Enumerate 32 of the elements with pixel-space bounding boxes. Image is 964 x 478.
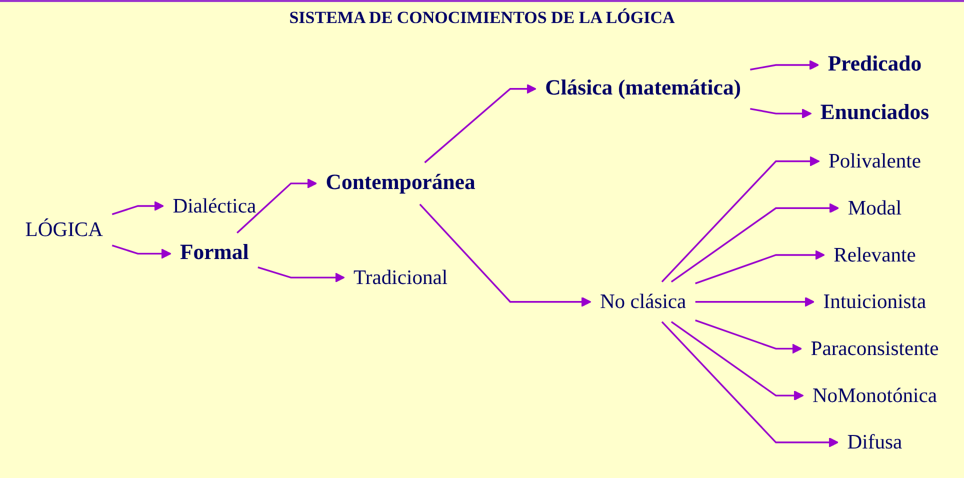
arrow bbox=[750, 108, 812, 118]
node-text: Relevante bbox=[834, 242, 916, 266]
arrow bbox=[419, 203, 592, 307]
node-text: Clásica (matemática) bbox=[545, 76, 742, 100]
arrow bbox=[661, 320, 839, 448]
arrow bbox=[695, 296, 815, 307]
node-text: Dialéctica bbox=[172, 194, 256, 217]
arrow bbox=[750, 60, 820, 70]
node-text: Formal bbox=[180, 240, 249, 265]
node-text: Contemporánea bbox=[326, 170, 476, 194]
node-text: Intuicionista bbox=[823, 290, 926, 312]
arrow bbox=[424, 84, 536, 163]
node-text: No clásica bbox=[600, 290, 686, 312]
arrow bbox=[112, 244, 172, 258]
node-text: Polivalente bbox=[828, 149, 921, 172]
diagram-title: SISTEMA DE CONOCIMIENTOS DE LA LÓGICA bbox=[289, 8, 675, 28]
node-text: Difusa bbox=[847, 430, 902, 453]
node-text: Modal bbox=[848, 196, 902, 219]
node-text: LÓGICA bbox=[25, 218, 104, 240]
arrow bbox=[695, 319, 802, 354]
node-text: Enunciados bbox=[820, 100, 930, 124]
arrow bbox=[670, 202, 840, 282]
arrow bbox=[236, 178, 318, 234]
node-text: Paraconsistente bbox=[810, 336, 939, 360]
arrow bbox=[695, 250, 825, 284]
arrow bbox=[258, 266, 345, 282]
arrow bbox=[112, 200, 164, 215]
node-text: NoMonotónica bbox=[812, 383, 937, 406]
node-text: Tradicional bbox=[354, 265, 448, 288]
node-text: Predicado bbox=[828, 52, 922, 76]
arrow bbox=[670, 320, 804, 400]
arrow bbox=[661, 156, 820, 282]
